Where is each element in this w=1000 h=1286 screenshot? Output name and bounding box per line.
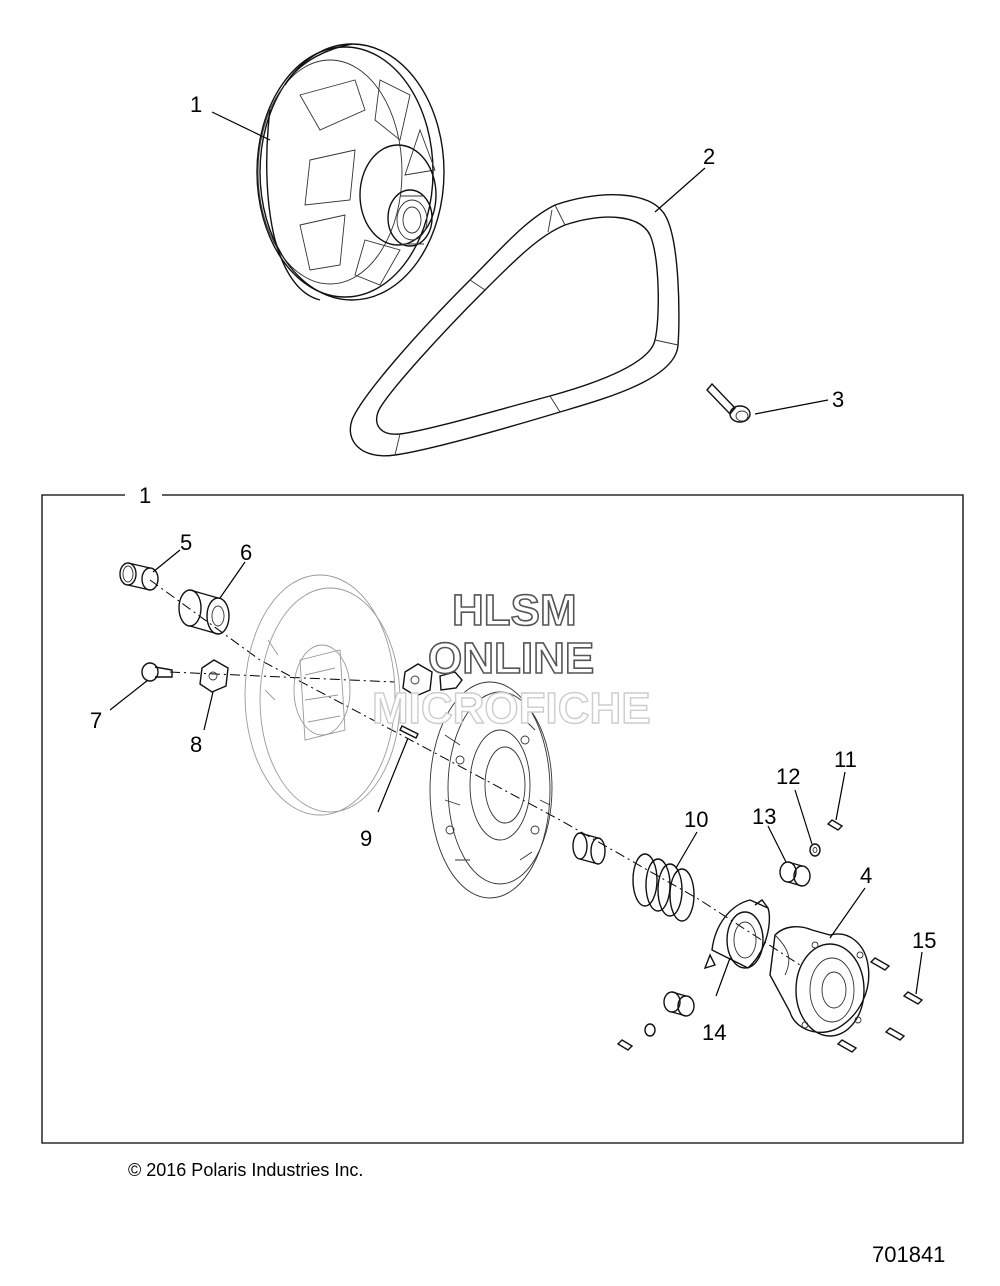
callout-2: 2	[703, 144, 715, 169]
callout-12: 12	[776, 764, 800, 789]
callout-4: 4	[860, 863, 872, 888]
leader-2	[654, 167, 706, 213]
watermark-line-2: ONLINE	[428, 634, 594, 683]
exploded-view-frame	[41, 494, 964, 1144]
callout-1-box: 1	[139, 483, 151, 508]
washer	[809, 843, 821, 857]
helix-plate	[429, 681, 553, 899]
leader-13	[767, 825, 787, 863]
callout-13: 13	[752, 804, 776, 829]
roller	[779, 861, 811, 887]
figure-number: 701841	[872, 1242, 946, 1267]
leader-3	[754, 399, 829, 415]
washer-lower	[644, 1023, 656, 1037]
leader-9	[377, 737, 409, 813]
callout-15: 15	[912, 928, 936, 953]
pin	[141, 662, 173, 682]
callout-11: 11	[834, 747, 857, 772]
collar	[572, 832, 606, 865]
assembly-axis-pin	[169, 671, 396, 683]
leader-10	[675, 831, 698, 869]
leader-15	[915, 951, 923, 995]
leader-8	[203, 691, 214, 731]
leader-7	[109, 679, 149, 711]
callout-3: 3	[832, 387, 844, 412]
bolt	[706, 382, 751, 423]
callout-8: 8	[190, 732, 202, 757]
drive-belt	[349, 194, 680, 457]
leader-14	[715, 957, 731, 997]
screw	[826, 819, 844, 831]
callout-5: 5	[180, 530, 192, 555]
callout-7: 7	[90, 708, 102, 733]
roller-button-mounted	[402, 663, 463, 697]
driven-clutch-assembly	[256, 43, 445, 301]
screw-lower	[616, 1039, 634, 1051]
bearing	[178, 589, 230, 635]
leader-11	[835, 771, 846, 821]
callout-6: 6	[240, 540, 252, 565]
leader-6	[219, 561, 246, 599]
callout-10: 10	[684, 807, 708, 832]
leader-4	[829, 887, 866, 939]
leader-5	[152, 549, 181, 573]
watermark: HLSM ONLINE MICROFICHE	[371, 585, 651, 734]
leader-1-top	[211, 111, 271, 141]
callout-9: 9	[360, 826, 372, 851]
roll-pin	[399, 725, 419, 739]
bearing-housing	[703, 899, 771, 970]
roller-lower	[663, 991, 695, 1017]
cover-screws	[836, 957, 924, 1053]
leader-12	[794, 789, 813, 845]
roller-button	[199, 659, 229, 693]
copyright-notice: © 2016 Polaris Industries Inc.	[128, 1160, 364, 1180]
moveable-sheave	[244, 574, 401, 816]
callout-14: 14	[702, 1020, 726, 1045]
watermark-line-1: HLSM	[452, 586, 577, 635]
spring	[632, 853, 695, 922]
cover	[769, 926, 870, 1037]
callout-1-top: 1	[190, 92, 202, 117]
watermark-line-3: MICROFICHE	[372, 684, 651, 733]
bushing	[119, 562, 159, 591]
